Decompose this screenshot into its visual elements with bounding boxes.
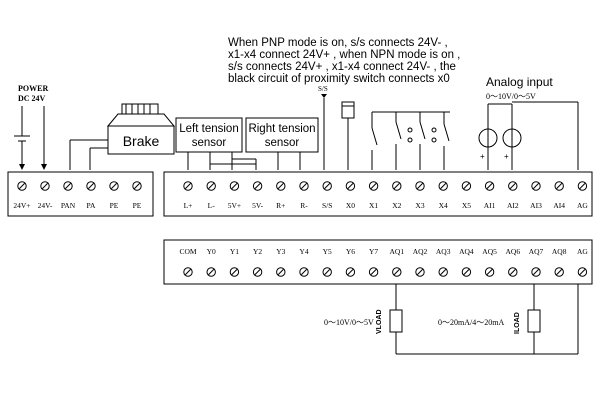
power-supply: POWER DC 24V (14, 84, 48, 170)
left-sensor-label-1: Left tension (179, 123, 238, 135)
terminal-block-out (163, 239, 593, 285)
input-wiring: S/S (318, 85, 450, 170)
output-loads: VLOAD ILOAD 0～10V/0～5V 0～20mA/4～20mA (324, 284, 579, 355)
terminal-label: X0 (346, 201, 355, 210)
terminal-label: 5V+ (228, 201, 241, 210)
input-switch-x4-icon (443, 123, 450, 142)
terminal-label: X3 (415, 201, 424, 210)
ss-wire-label: S/S (318, 85, 328, 93)
terminal-label: AQ7 (529, 247, 544, 256)
terminal-label: AQ4 (459, 247, 474, 256)
right-tension-sensor: Right tension sensor (245, 117, 319, 153)
right-sensor-label-2: sensor (265, 137, 300, 149)
input-switch-x1-icon (371, 127, 378, 146)
terminal-label: AQ5 (482, 247, 497, 256)
right-sensor-label-1: Right tension (248, 123, 315, 135)
terminal-label: AG (577, 247, 588, 256)
mode-note-line-1: When PNP mode is on, s/s connects 24V- , (228, 37, 448, 49)
terminal-label: AI1 (484, 201, 496, 210)
terminal-label: AG (577, 201, 588, 210)
analog-input-title: Analog input (486, 75, 553, 89)
terminal-strip-out: COM Y0 Y1 Y2 Y3 Y4 Y5 Y6 Y7 AQ1 AQ2 AQ3 AQ4 AQ5 AQ6 AQ7… (163, 239, 593, 285)
terminal-strip-power: 24V+ 24V- PAN PA PE PE (7, 171, 154, 217)
terminal-label: 24V- (38, 201, 53, 210)
left-sensor-label-2: sensor (192, 137, 227, 149)
mode-note-line-2: x1-x4 connect 24V+ , when NPN mode is on… (228, 49, 460, 61)
terminal-label: R- (300, 201, 308, 210)
input-switch-x2-icon (395, 121, 402, 140)
mode-note-line-3: s/s connects 24V+ , x1-x4 connect 24V- ,… (228, 61, 456, 73)
power-voltage-label: DC 24V (18, 94, 46, 103)
terminal-label: L+ (184, 201, 193, 210)
terminal-label: AI2 (507, 201, 519, 210)
iload-resistor-icon (527, 309, 541, 333)
terminal-label: Y1 (230, 247, 239, 256)
mode-note-line-4: black circuit of proximity switch connec… (228, 73, 450, 85)
terminal-label: X5 (462, 201, 471, 210)
terminal-label: Y2 (253, 247, 262, 256)
terminal-label: 5V- (252, 201, 263, 210)
terminal-block-power (7, 171, 154, 217)
power-label: POWER (18, 84, 48, 93)
iload-label: ILOAD (514, 312, 521, 334)
terminal-label: AQ1 (390, 247, 405, 256)
terminal-label: Y7 (369, 247, 378, 256)
terminal-label: AQ6 (506, 247, 521, 256)
terminal-label: X4 (439, 201, 448, 210)
sensor-wiring (187, 152, 301, 170)
terminal-label: PE (133, 201, 142, 210)
terminal-label: Y3 (276, 247, 285, 256)
terminal-label: AQ8 (552, 247, 567, 256)
proximity-switch-icon (341, 101, 355, 119)
terminal-label: S/S (322, 201, 332, 210)
left-tension-sensor: Left tension sensor (175, 117, 243, 153)
terminal-label: PE (110, 201, 119, 210)
terminal-label: AQ3 (436, 247, 451, 256)
vload-label: VLOAD (376, 310, 383, 335)
terminal-label: AQ2 (413, 247, 428, 256)
analog-source-ai1-plus: + (480, 152, 485, 161)
terminal-label: PA (87, 201, 96, 210)
terminal-label: X1 (369, 201, 378, 210)
terminal-label: AI3 (530, 201, 542, 210)
analog-input-range: 0～10V/0～5V (486, 92, 536, 101)
terminal-strip-io: L+ L- 5V+ 5V- R+ R- S/S X0 X1 X2 X3 X4 X5 AI1 AI2 AI3 AI… (163, 171, 593, 217)
terminal-block-io (163, 171, 593, 217)
input-switch-x3-icon (419, 121, 426, 140)
terminal-label: Y0 (207, 247, 216, 256)
terminal-label: Y5 (323, 247, 332, 256)
terminal-label: R+ (276, 201, 285, 210)
terminal-label: Y6 (346, 247, 355, 256)
vload-range: 0～10V/0～5V (324, 318, 374, 327)
terminal-label: L- (208, 201, 216, 210)
terminal-label: COM (179, 247, 196, 256)
terminal-label: AI4 (553, 201, 565, 210)
terminal-label: X2 (392, 201, 401, 210)
iload-range: 0～20mA/4～20mA (438, 318, 504, 327)
terminal-label: PAN (61, 201, 76, 210)
analog-source-ai2-plus: + (504, 152, 509, 161)
brake: Brake (69, 103, 176, 170)
terminal-label: 24V+ (13, 201, 30, 210)
brake-label: Brake (123, 133, 160, 149)
vload-resistor-icon (389, 309, 403, 333)
analog-sources: + + (478, 101, 579, 170)
mode-note: When PNP mode is on, s/s connects 24V- ,… (228, 37, 460, 85)
terminal-label: Y4 (299, 247, 308, 256)
